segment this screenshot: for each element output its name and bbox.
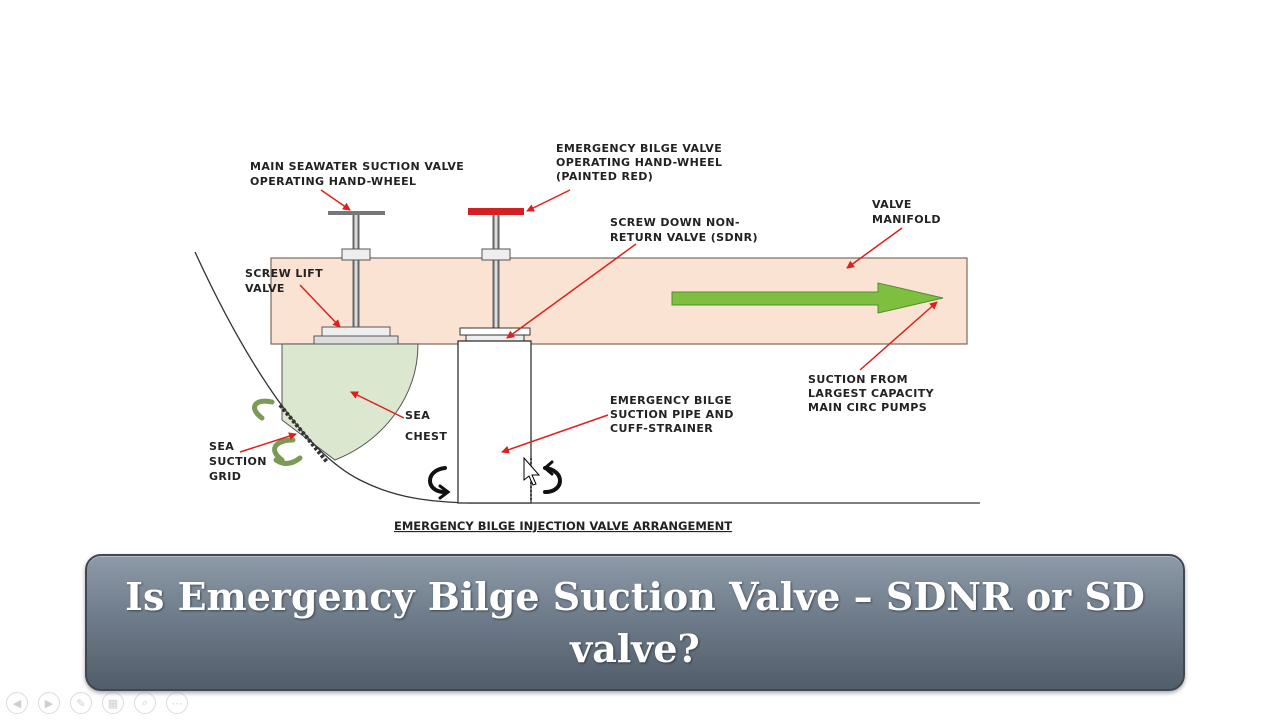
zoom-icon[interactable]: ⌕ <box>134 692 156 714</box>
label-emergency-handwheel: EMERGENCY BILGE VALVE OPERATING HAND-WHE… <box>556 142 727 183</box>
more-options-icon[interactable]: ⋯ <box>166 692 188 714</box>
slides-grid-icon[interactable]: ▦ <box>102 692 124 714</box>
flow-arrow <box>671 282 944 314</box>
label-emergency-suction-pipe: EMERGENCY BILGE SUCTION PIPE AND CUFF-ST… <box>610 394 738 435</box>
flow-curl-arrows <box>252 398 562 500</box>
label-screw-lift-valve: SCREW LIFT VALVE <box>245 267 327 295</box>
banner-title: Is Emergency Bilge Suction Valve – SDNR … <box>125 573 1145 671</box>
sea-suction-grid <box>278 403 329 464</box>
pen-icon[interactable]: ✎ <box>70 692 92 714</box>
prev-slide-icon[interactable]: ◀ <box>6 692 28 714</box>
sea-chest <box>281 343 419 461</box>
mouse-cursor-icon <box>523 456 541 486</box>
pointer-lines <box>239 189 938 454</box>
label-valve-manifold: VALVE MANIFOLD <box>872 198 941 226</box>
diagram-caption: EMERGENCY BILGE INJECTION VALVE ARRANGEM… <box>394 519 732 533</box>
title-banner: Is Emergency Bilge Suction Valve – SDNR … <box>85 554 1185 691</box>
next-slide-icon[interactable]: ▶ <box>38 692 60 714</box>
emergency-suction-pipe <box>457 340 532 504</box>
label-main-circ-pumps: SUCTION FROM LARGEST CAPACITY MAIN CIRC … <box>808 373 938 414</box>
label-sea-chest: SEA CHEST <box>405 409 447 443</box>
main-seawater-valve <box>313 211 399 345</box>
label-main-handwheel: MAIN SEAWATER SUCTION VALVE OPERATING HA… <box>250 160 468 188</box>
hull-line <box>194 251 980 504</box>
label-sea-suction-grid: SEA SUCTION GRID <box>209 440 271 483</box>
label-sdnr: SCREW DOWN NON- RETURN VALVE (SDNR) <box>610 216 758 244</box>
red-handwheel <box>468 208 524 215</box>
slide-nav-toolbar: ◀ ▶ ✎ ▦ ⌕ ⋯ <box>6 692 188 714</box>
emergency-bilge-valve <box>457 208 532 504</box>
valve-arrangement-diagram: MAIN SEAWATER SUCTION VALVE OPERATING HA… <box>194 142 980 533</box>
